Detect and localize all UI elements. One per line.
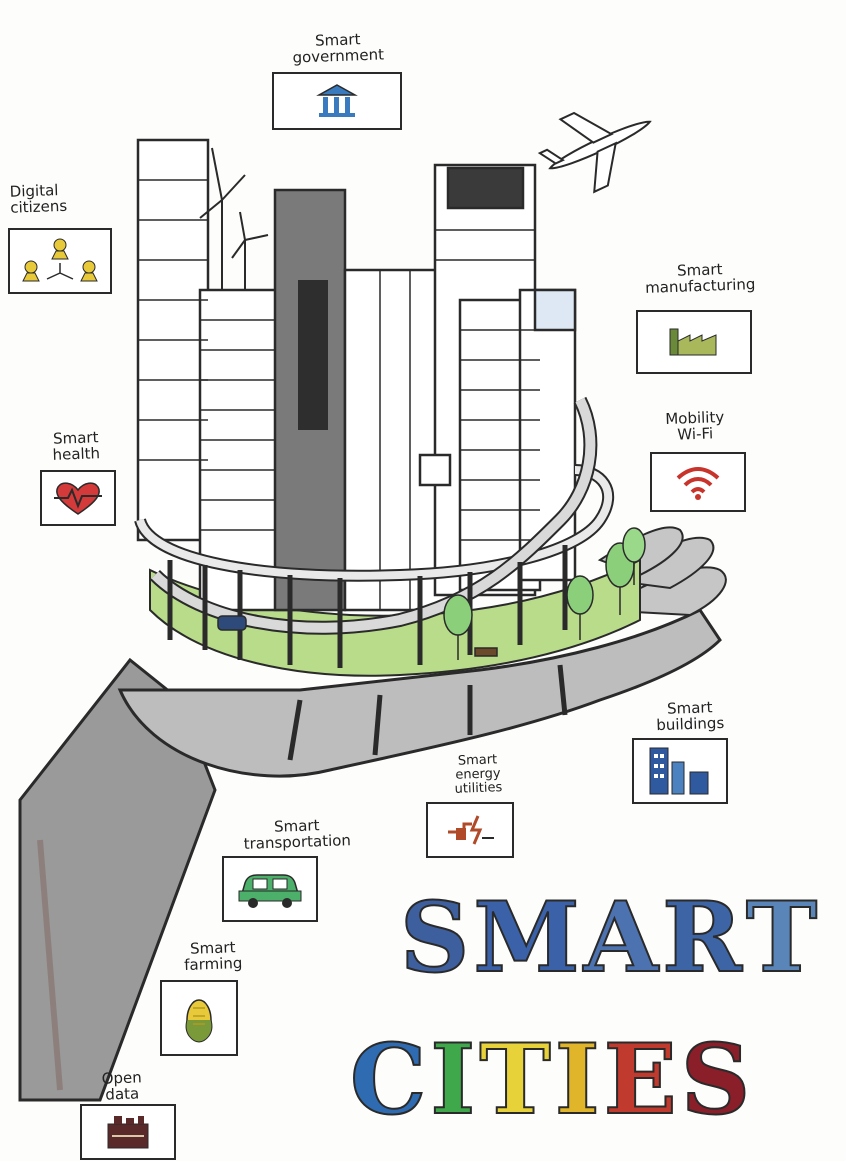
- label-smart-energy-utilities: Smart energy utilities: [454, 752, 503, 797]
- label-open-data: Open data: [101, 1068, 143, 1104]
- buildings-icon: [649, 747, 709, 795]
- smart-letter-s-0: S: [399, 881, 474, 994]
- data-server-icon: [107, 1116, 149, 1149]
- label-smart-transportation: Smart transportation: [243, 816, 352, 853]
- building-window-lines: [138, 179, 540, 610]
- box-smart-farming: [160, 980, 238, 1056]
- box-mobility-wifi: [650, 452, 746, 512]
- corn-icon: [185, 999, 213, 1043]
- title-line-2: CITIES: [349, 1023, 755, 1136]
- box-smart-energy: [426, 802, 514, 858]
- cities-letter-c-0: C: [349, 1023, 431, 1136]
- label-digital-citizens: Digital citizens: [9, 181, 68, 217]
- trees: [443, 527, 646, 660]
- label-smart-farming: Smart farming: [183, 938, 243, 975]
- smart-letter-m-1: M: [472, 881, 584, 994]
- wind-turbines: [199, 147, 269, 290]
- heart-pulse-icon: [54, 482, 102, 515]
- label-mobility-wifi: Mobility Wi-Fi: [664, 407, 725, 444]
- highway-ring: [134, 396, 615, 668]
- cities-letter-s-5: S: [680, 1023, 755, 1136]
- box-smart-health: [40, 470, 116, 526]
- factory-icon: [669, 328, 717, 356]
- car-icon: [238, 874, 302, 908]
- smart-letter-t-4: T: [745, 881, 822, 994]
- label-smart-health: Smart health: [52, 428, 101, 464]
- wifi-icon: [676, 467, 720, 500]
- box-smart-manufacturing: [636, 310, 752, 374]
- cities-letter-i-3: I: [554, 1023, 604, 1136]
- label-smart-buildings: Smart buildings: [656, 698, 725, 735]
- box-smart-transportation: [222, 856, 318, 922]
- people-network-icon: [22, 238, 98, 282]
- cities-letter-t-2: T: [478, 1023, 555, 1136]
- title-line-1: SMART: [399, 881, 822, 994]
- energy-plug-icon: [448, 815, 494, 845]
- box-digital-citizens: [8, 228, 112, 294]
- box-smart-government: [272, 72, 402, 130]
- cities-letter-e-4: E: [603, 1023, 681, 1136]
- cities-letter-i-1: I: [429, 1023, 480, 1136]
- label-smart-government: Smart government: [292, 30, 385, 67]
- smart-letter-r-3: R: [661, 881, 746, 994]
- government-building-icon: [316, 84, 358, 117]
- box-smart-buildings: [632, 738, 728, 804]
- airplane-icon: [537, 111, 652, 194]
- label-smart-manufacturing: Smart manufacturing: [644, 260, 756, 297]
- smart-letter-a-2: A: [583, 881, 663, 994]
- box-open-data: [80, 1104, 176, 1160]
